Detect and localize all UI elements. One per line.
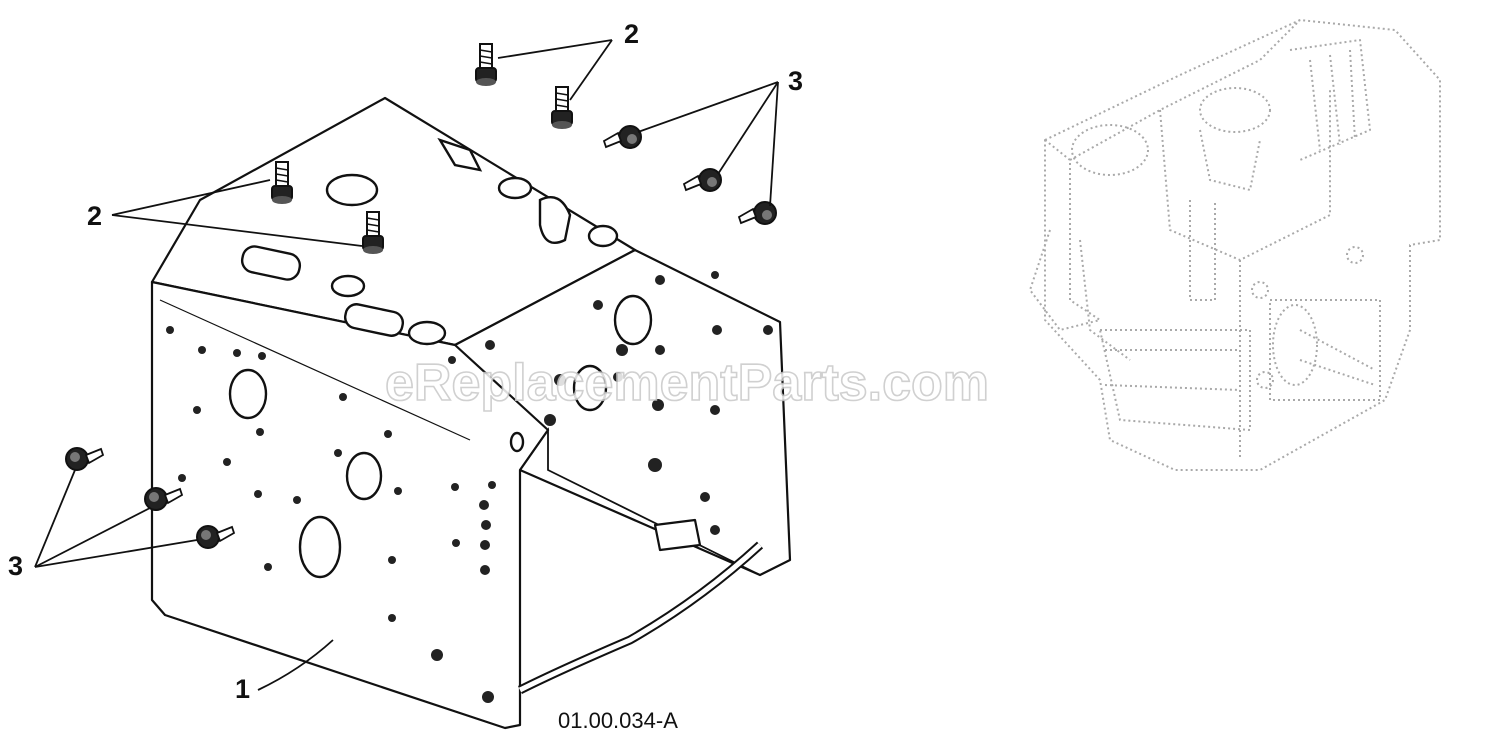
figure-code: 01.00.034-A (558, 708, 678, 733)
flange-nut-icon (603, 125, 642, 149)
flange-nut-icon (65, 447, 104, 471)
callout-3-top: 3 (788, 66, 803, 96)
callout-2-left: 2 (87, 201, 102, 231)
threaded-bolt-icon (551, 86, 573, 130)
engine-locator-icon (1029, 19, 1441, 471)
callout-1: 1 (235, 674, 250, 704)
frame-bolt-holes (166, 326, 496, 703)
threaded-bolt-icon (362, 211, 384, 255)
threaded-bolt-icon (271, 161, 293, 205)
leader-lines (34, 39, 779, 691)
flange-nut-icon (683, 168, 722, 192)
threaded-bolt-icon (475, 43, 497, 87)
frame-assembly (150, 96, 792, 730)
callout-2-top: 2 (624, 19, 639, 49)
callout-3-left: 3 (8, 551, 23, 581)
side-bolt-holes (448, 271, 773, 535)
watermark-text: eReplacementParts.com (385, 354, 989, 412)
